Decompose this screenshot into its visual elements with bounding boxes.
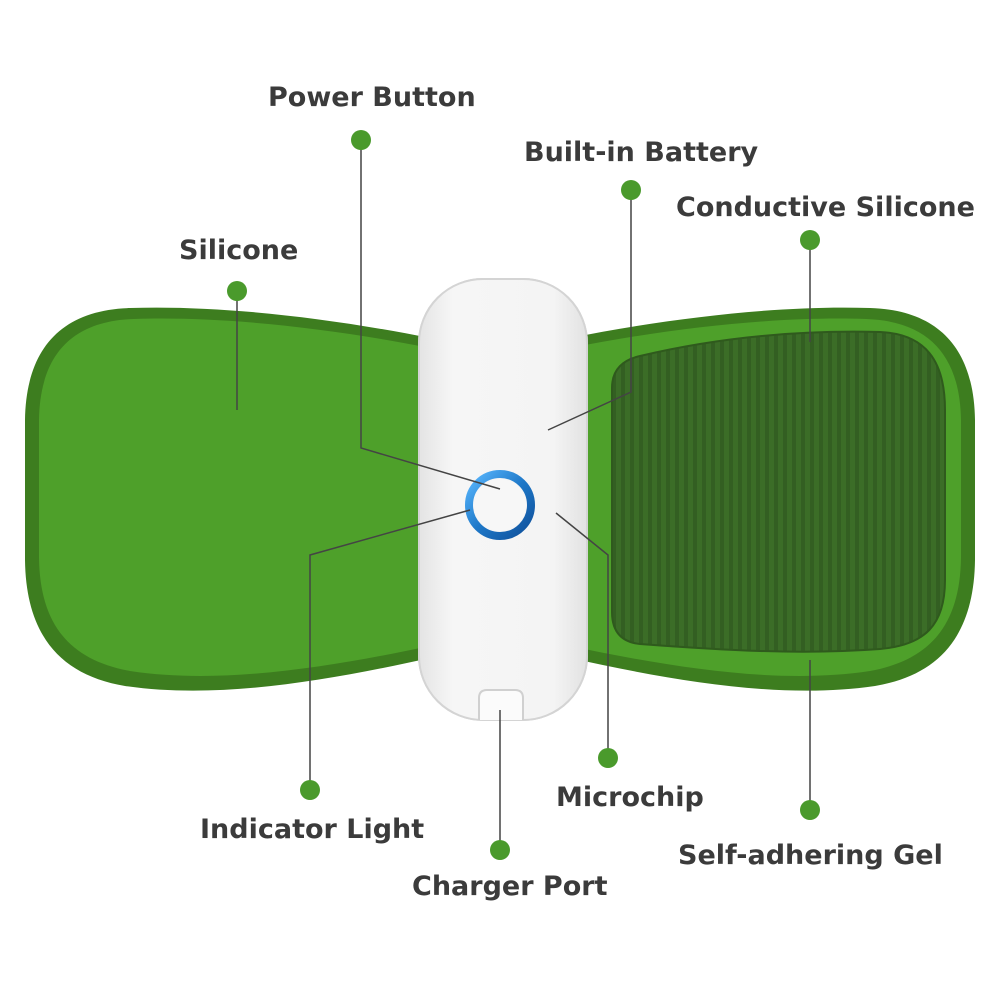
marker-dot-microchip xyxy=(598,748,618,768)
label-conductive-silicone: Conductive Silicone xyxy=(676,192,975,223)
label-microchip: Microchip xyxy=(556,782,704,813)
leader-lines xyxy=(236,140,811,850)
charger-port-notch xyxy=(478,689,524,720)
label-silicone: Silicone xyxy=(179,235,299,266)
label-charger-port: Charger Port xyxy=(412,871,608,902)
marker-dot-indicator xyxy=(300,780,320,800)
marker-dot-gel xyxy=(800,800,820,820)
leader-microchip xyxy=(555,512,609,758)
leader-battery xyxy=(547,190,632,431)
label-self-adhering-gel: Self-adhering Gel xyxy=(678,840,943,871)
self-adhering-gel-pad xyxy=(611,330,946,653)
label-power-button: Power Button xyxy=(268,82,476,113)
leader-power xyxy=(360,140,501,490)
leader-indicator xyxy=(309,509,471,790)
label-built-in-battery: Built-in Battery xyxy=(524,137,759,168)
label-indicator-light: Indicator Light xyxy=(200,814,425,845)
marker-dot-silicone xyxy=(227,281,247,301)
marker-dot-conductive xyxy=(800,230,820,250)
marker-dot-battery xyxy=(621,180,641,200)
left-wing-silicone xyxy=(39,318,430,676)
indicator-light-ring xyxy=(465,470,535,540)
marker-dot-power xyxy=(351,130,371,150)
marker-dot-charger xyxy=(490,840,510,860)
